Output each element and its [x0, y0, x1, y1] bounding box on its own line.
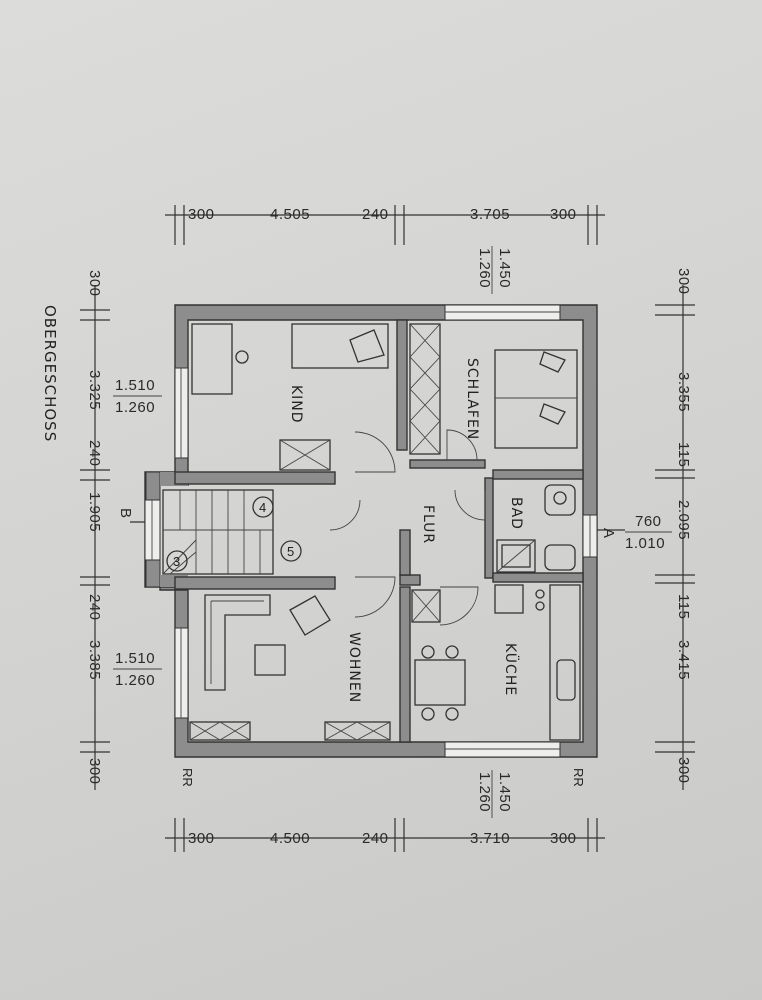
room-label-wohnen: WOHNEN	[346, 632, 362, 703]
floor-title: OBERGESCHOSS	[41, 305, 59, 442]
window-top-height: 1.260	[476, 248, 493, 288]
bottom-dim-2: 4.500	[270, 830, 310, 847]
bad-furniture	[496, 484, 576, 573]
interior-walls	[174, 319, 584, 743]
window-bottom-width: 1.450	[496, 772, 513, 812]
stair-step-4: 4	[259, 500, 266, 515]
staircase: 4 5 3	[162, 489, 302, 575]
left-dim-2: 3.325	[86, 370, 103, 410]
right-dim-1: 300	[675, 268, 692, 295]
left-dim-4: 1.905	[86, 492, 103, 532]
room-label-schlafen: SCHLAFEN	[464, 358, 480, 440]
svg-text:B: B	[117, 508, 134, 519]
bottom-dim-3: 240	[362, 830, 389, 847]
right-dim-7: 300	[675, 757, 692, 784]
room-label-kind: KIND	[288, 385, 304, 424]
window-right-height: 1.010	[625, 535, 665, 552]
right-dim-6: 3.415	[675, 640, 692, 680]
left-dim-3: 240	[86, 440, 103, 467]
schlafen-furniture	[409, 323, 578, 455]
right-dim-4: 2.095	[675, 500, 692, 540]
rr-mark-right: RR	[571, 768, 586, 787]
section-mark-a: A	[597, 528, 625, 539]
window-left-upper-height: 1.260	[115, 399, 155, 416]
top-dimension-chain: 300 4.505 240 3.705 300	[165, 205, 605, 245]
bottom-dim-5: 300	[550, 830, 577, 847]
room-label-flur: FLUR	[420, 505, 436, 544]
stair-step-5: 5	[287, 544, 294, 559]
window-top-width: 1.450	[496, 248, 513, 288]
left-dim-7: 300	[86, 758, 103, 785]
exterior-walls	[144, 304, 598, 758]
left-dim-1: 300	[86, 270, 103, 297]
kind-furniture	[191, 323, 389, 471]
stair-step-3: 3	[173, 554, 180, 569]
svg-text:A: A	[600, 528, 617, 539]
window-annotations: 1.450 1.260 1.450 1.260 1.510 1.260 1.51…	[113, 246, 672, 818]
rr-mark-left: RR	[180, 768, 195, 787]
window-right-width: 760	[635, 513, 662, 530]
top-dim-4: 3.705	[470, 206, 510, 223]
top-dim-5: 300	[550, 206, 577, 223]
left-dim-5: 240	[86, 594, 103, 621]
bottom-dimension-chain: 300 4.500 240 3.710 300	[165, 818, 605, 852]
top-dim-1: 300	[188, 206, 215, 223]
windows	[144, 304, 598, 758]
right-dimension-chain: 300 3.355 115 2.095 115 3.415 300	[655, 268, 695, 790]
window-left-lower-height: 1.260	[115, 672, 155, 689]
bottom-dim-1: 300	[188, 830, 215, 847]
bottom-dim-4: 3.710	[470, 830, 510, 847]
top-dim-2: 4.505	[270, 206, 310, 223]
left-dim-6: 3.385	[86, 640, 103, 680]
room-label-kueche: KÜCHE	[502, 643, 520, 696]
window-bottom-height: 1.260	[476, 772, 493, 812]
right-dim-5: 115	[675, 594, 692, 619]
right-dim-2: 3.355	[675, 372, 692, 412]
kueche-furniture	[411, 584, 581, 741]
room-label-bad: BAD	[508, 497, 524, 530]
window-left-lower-width: 1.510	[115, 650, 155, 667]
wohnen-furniture	[189, 594, 391, 741]
window-left-upper-width: 1.510	[115, 377, 155, 394]
doors	[329, 429, 486, 626]
top-dim-3: 240	[362, 206, 389, 223]
right-dim-3: 115	[675, 442, 692, 467]
left-dimension-chain: 300 3.325 240 1.905 240 3.385 300	[80, 270, 110, 790]
